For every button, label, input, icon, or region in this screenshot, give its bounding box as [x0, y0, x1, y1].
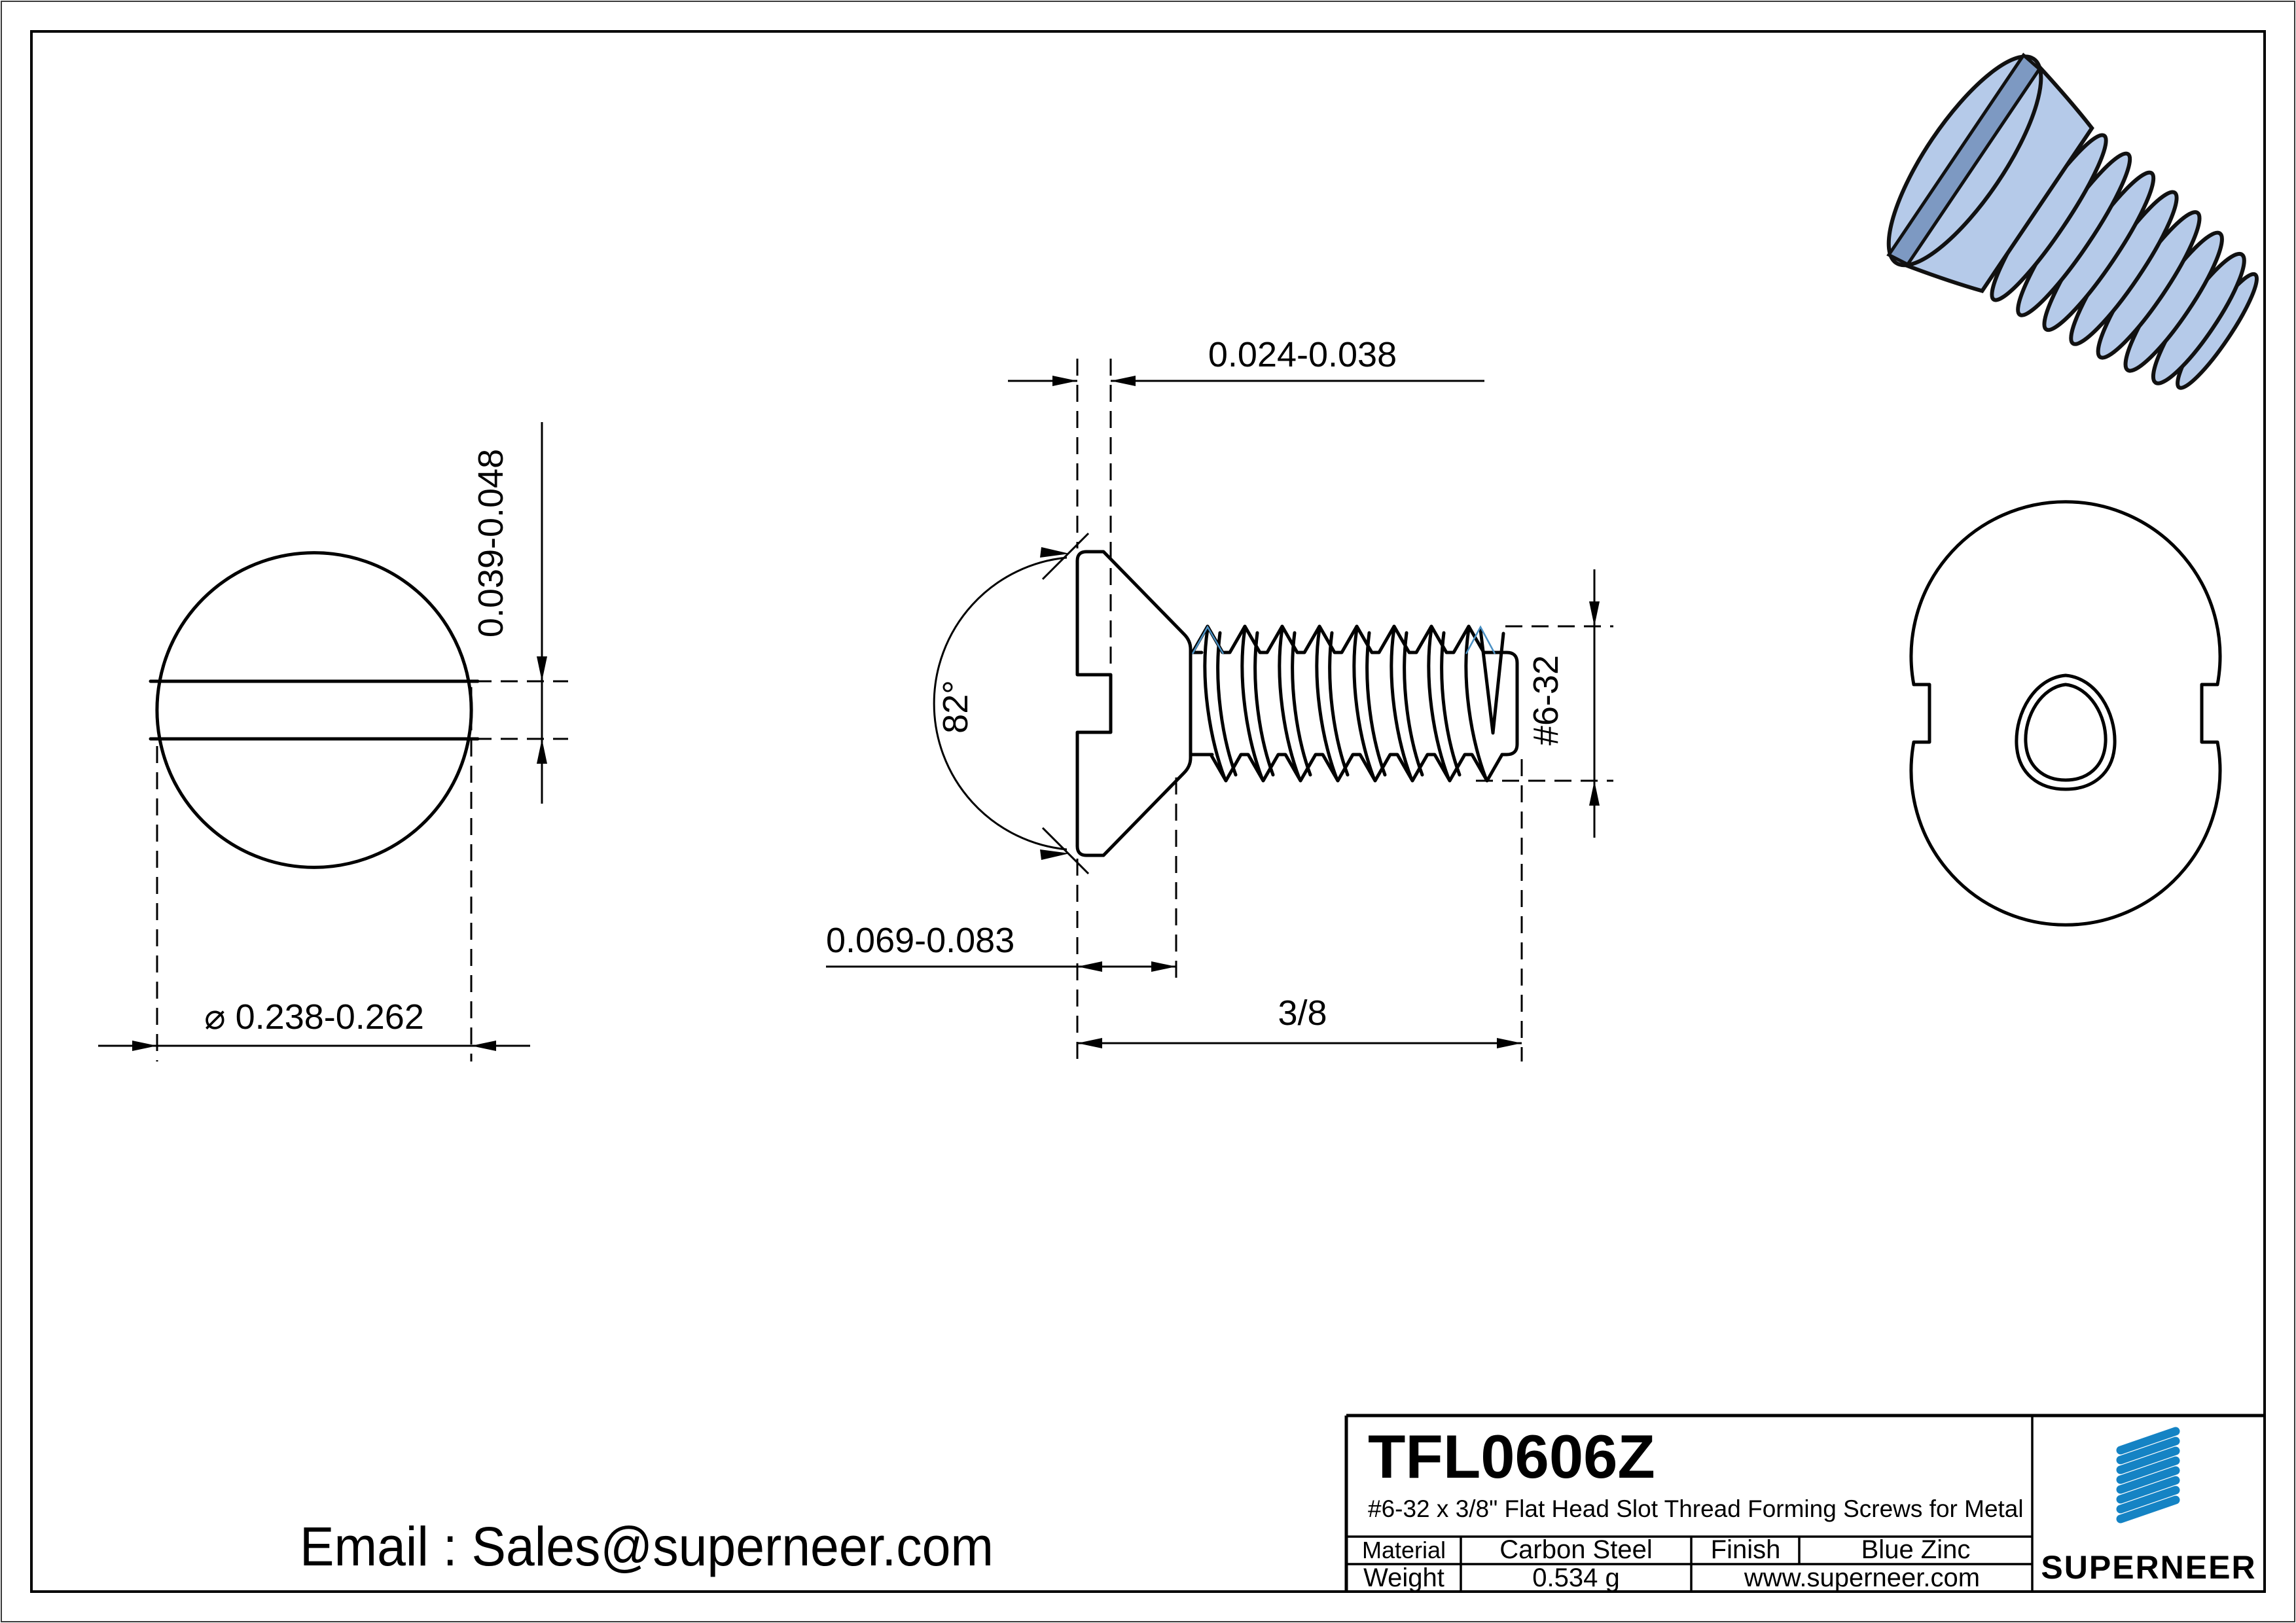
end-cap	[1489, 651, 1519, 757]
material-value: Carbon Steel	[1499, 1535, 1652, 1564]
dim-angle-text: 82°	[936, 680, 975, 734]
head-right-sliver	[467, 679, 473, 741]
head-profile	[1075, 550, 1193, 857]
arrowhead	[1497, 1038, 1522, 1048]
weight-label: Weight	[1363, 1563, 1444, 1592]
arrowhead	[1040, 547, 1069, 558]
arrowhead	[1589, 781, 1600, 806]
thread-band	[2176, 272, 2259, 390]
angle-tick	[1041, 827, 1090, 875]
contact-email-text: Email : Sales@superneer.com	[300, 1516, 994, 1577]
finish-value: Blue Zinc	[1861, 1535, 1971, 1564]
head-slot	[1886, 52, 2042, 267]
dim-slot-depth-text: 0.024-0.038	[1208, 335, 1397, 374]
trilobe-inner	[2024, 683, 2108, 782]
dim-head-height-text: 0.069-0.083	[826, 921, 1014, 960]
finish-label: Finish	[1711, 1535, 1781, 1564]
end-view	[1909, 500, 2222, 927]
thread-band	[2042, 170, 2156, 332]
arrowhead	[537, 739, 547, 764]
runout-accent-start	[1191, 625, 1225, 654]
thread-band	[2069, 190, 2179, 346]
arrowhead	[1151, 961, 1176, 972]
page-border	[30, 30, 2266, 1593]
arrowhead	[1111, 376, 1136, 386]
arrowhead	[1077, 1038, 1102, 1048]
angle-arc	[933, 556, 1067, 851]
arrowhead	[471, 1041, 496, 1051]
part-description: #6-32 x 3/8" Flat Head Slot Thread Formi…	[1368, 1495, 2024, 1522]
trilobe-outer	[2015, 673, 2117, 791]
arrowhead	[132, 1041, 157, 1051]
screw-3d-render	[1886, 52, 2259, 390]
dim-slot-width-text: 0.039-0.048	[471, 449, 511, 637]
brand-name: SUPERNEER	[2041, 1549, 2256, 1586]
dim-length-text: 3/8	[1278, 993, 1327, 1033]
head-bottom-arc	[158, 737, 471, 869]
thread-top-crests	[1191, 624, 1493, 654]
arrowhead	[537, 656, 547, 681]
runout-accent-end	[1465, 625, 1496, 654]
title-block: TFL0606Z #6-32 x 3/8" Flat Head Slot Thr…	[1344, 1414, 2265, 1592]
thread-bottom-crests	[1209, 753, 1507, 783]
angle-tick	[1041, 532, 1090, 580]
head-silhouette	[1909, 500, 2222, 927]
thread-runout	[1479, 628, 1505, 735]
arrowhead	[1052, 376, 1077, 386]
head-top-arc	[158, 551, 471, 683]
front-view: 0.039-0.048 ⌀ 0.238-0.262	[98, 422, 568, 1061]
dim-thread-text: #6-32	[1526, 655, 1566, 745]
thread-band	[2123, 230, 2224, 373]
website-link[interactable]: www.superneer.com	[1744, 1563, 1980, 1592]
thread-flanks-inner	[1216, 631, 1462, 777]
thread-flanks	[1203, 627, 1488, 780]
dim-head-dia-text: ⌀ 0.238-0.262	[204, 997, 424, 1037]
weight-value: 0.534 g	[1532, 1563, 1619, 1592]
side-view: 0.024-0.038 82° 0.069-0.083 3/8 #6-32	[826, 335, 1613, 1061]
material-label: Material	[1362, 1537, 1446, 1563]
arrowhead	[1589, 601, 1600, 626]
arrowhead	[1040, 849, 1069, 860]
head-left-sliver	[155, 679, 162, 741]
part-number: TFL0606Z	[1368, 1422, 1655, 1491]
thread-band	[2016, 151, 2132, 317]
thread-band	[2151, 251, 2246, 385]
arrowhead	[1077, 961, 1102, 972]
thread-band	[2096, 210, 2202, 360]
superneer-logo	[2116, 1427, 2180, 1524]
